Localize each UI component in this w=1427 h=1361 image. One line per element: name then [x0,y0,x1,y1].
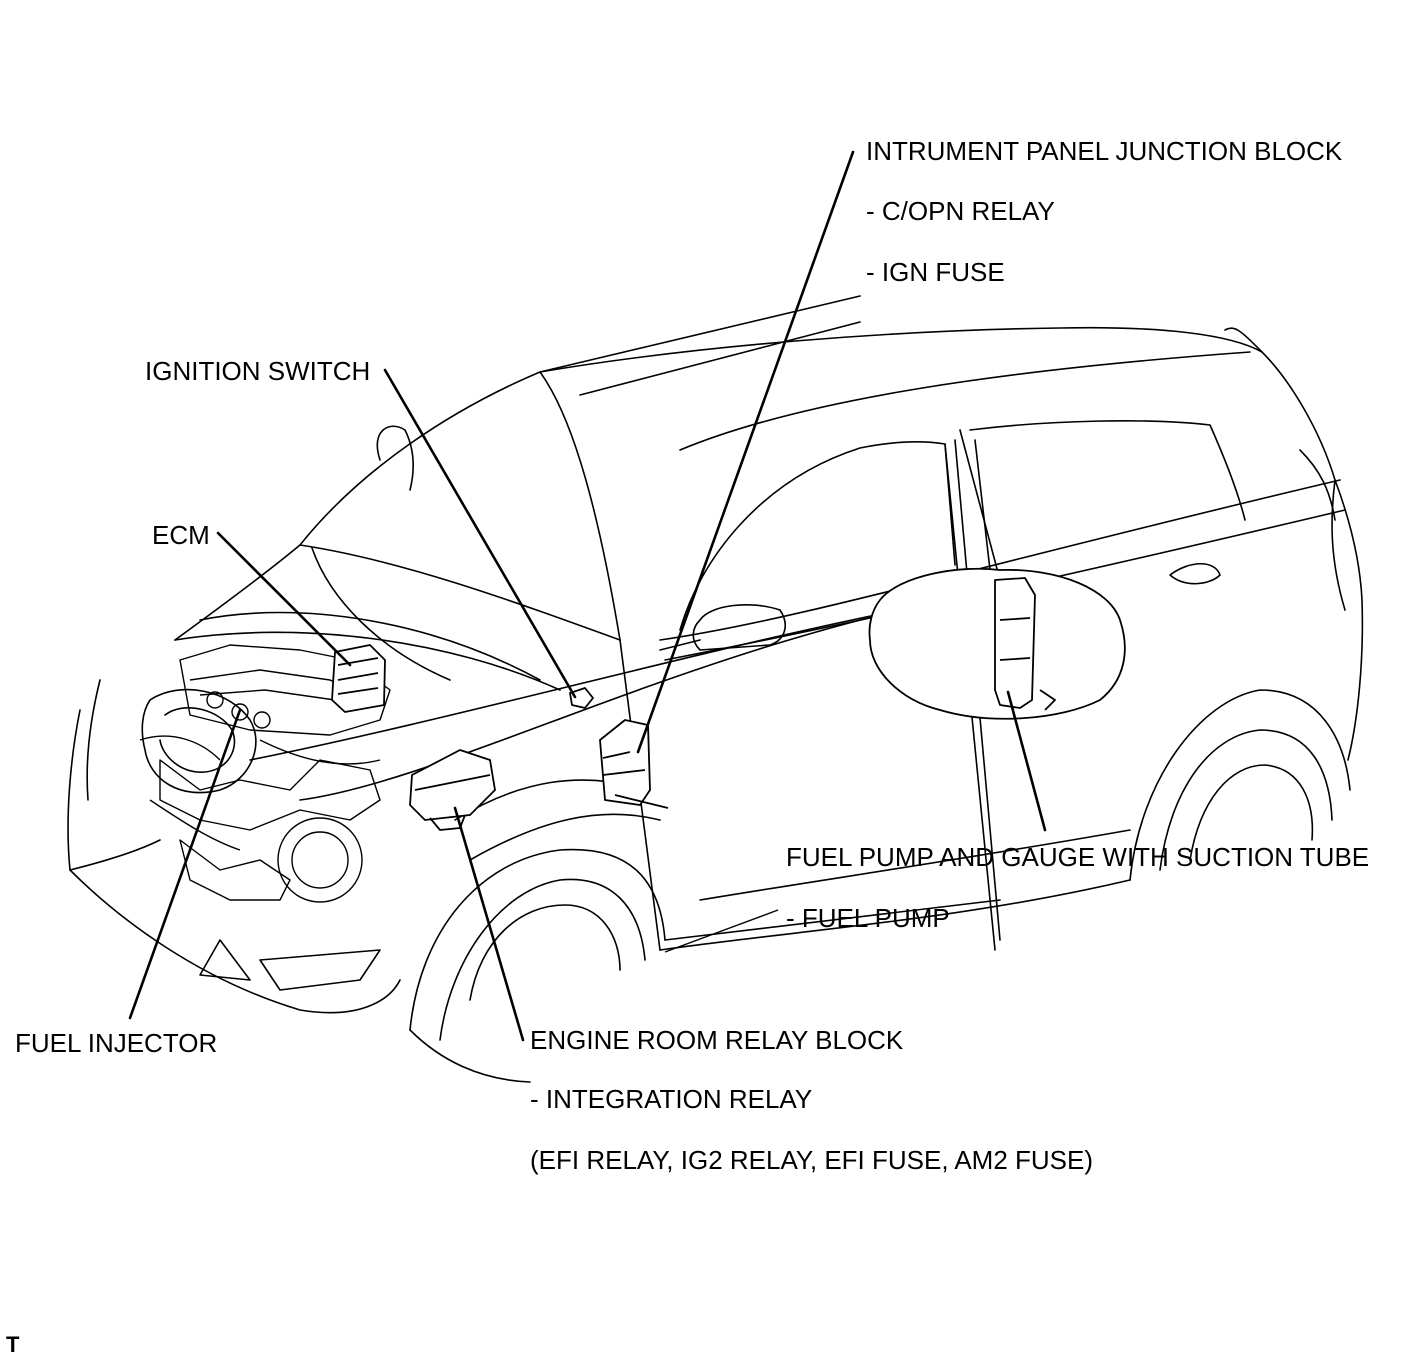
instrument-panel-junction-block-unit [599,719,651,806]
label-fuel-pump-and-gauge: FUEL PUMP AND GAUGE WITH SUCTION TUBE [786,842,1370,872]
fuel-pump-unit [994,577,1036,709]
component-shapes [331,567,1126,831]
leader-line-engine-room-rb [453,806,525,1042]
leader-lines [128,150,1047,1042]
label-integration-relay-items: (EFI RELAY, IG2 RELAY, EFI FUSE, AM2 FUS… [530,1145,1094,1175]
engine-room-relay-block-unit [409,749,496,821]
label-ecm: ECM [152,520,210,550]
leader-line-ecm [216,531,352,667]
label-integration-relay: - INTEGRATION RELAY [530,1084,813,1114]
label-ign-fuse: - IGN FUSE [866,257,1005,287]
label-instrument-panel-junction-block: INTRUMENT PANEL JUNCTION BLOCK [866,136,1343,166]
label-connectors [664,909,779,953]
label-copn-relay: - C/OPN RELAY [866,196,1055,226]
leader-line-instrument-panel-jb [636,150,855,754]
corner-mark: T [6,1332,20,1357]
label-fuel-injector: FUEL INJECTOR [15,1028,218,1058]
label-ignition-switch: IGNITION SWITCH [145,356,371,386]
leader-line-fuel-injector [128,708,242,1020]
leader-line-ignition-switch [383,368,577,699]
vehicle-body [67,295,1364,1083]
ignition-switch-unit [569,687,594,709]
label-engine-room-relay-block: ENGINE ROOM RELAY BLOCK [530,1025,904,1055]
label-fuel-pump: - FUEL PUMP [786,903,950,933]
leader-line-fuel-pump [1006,690,1047,832]
